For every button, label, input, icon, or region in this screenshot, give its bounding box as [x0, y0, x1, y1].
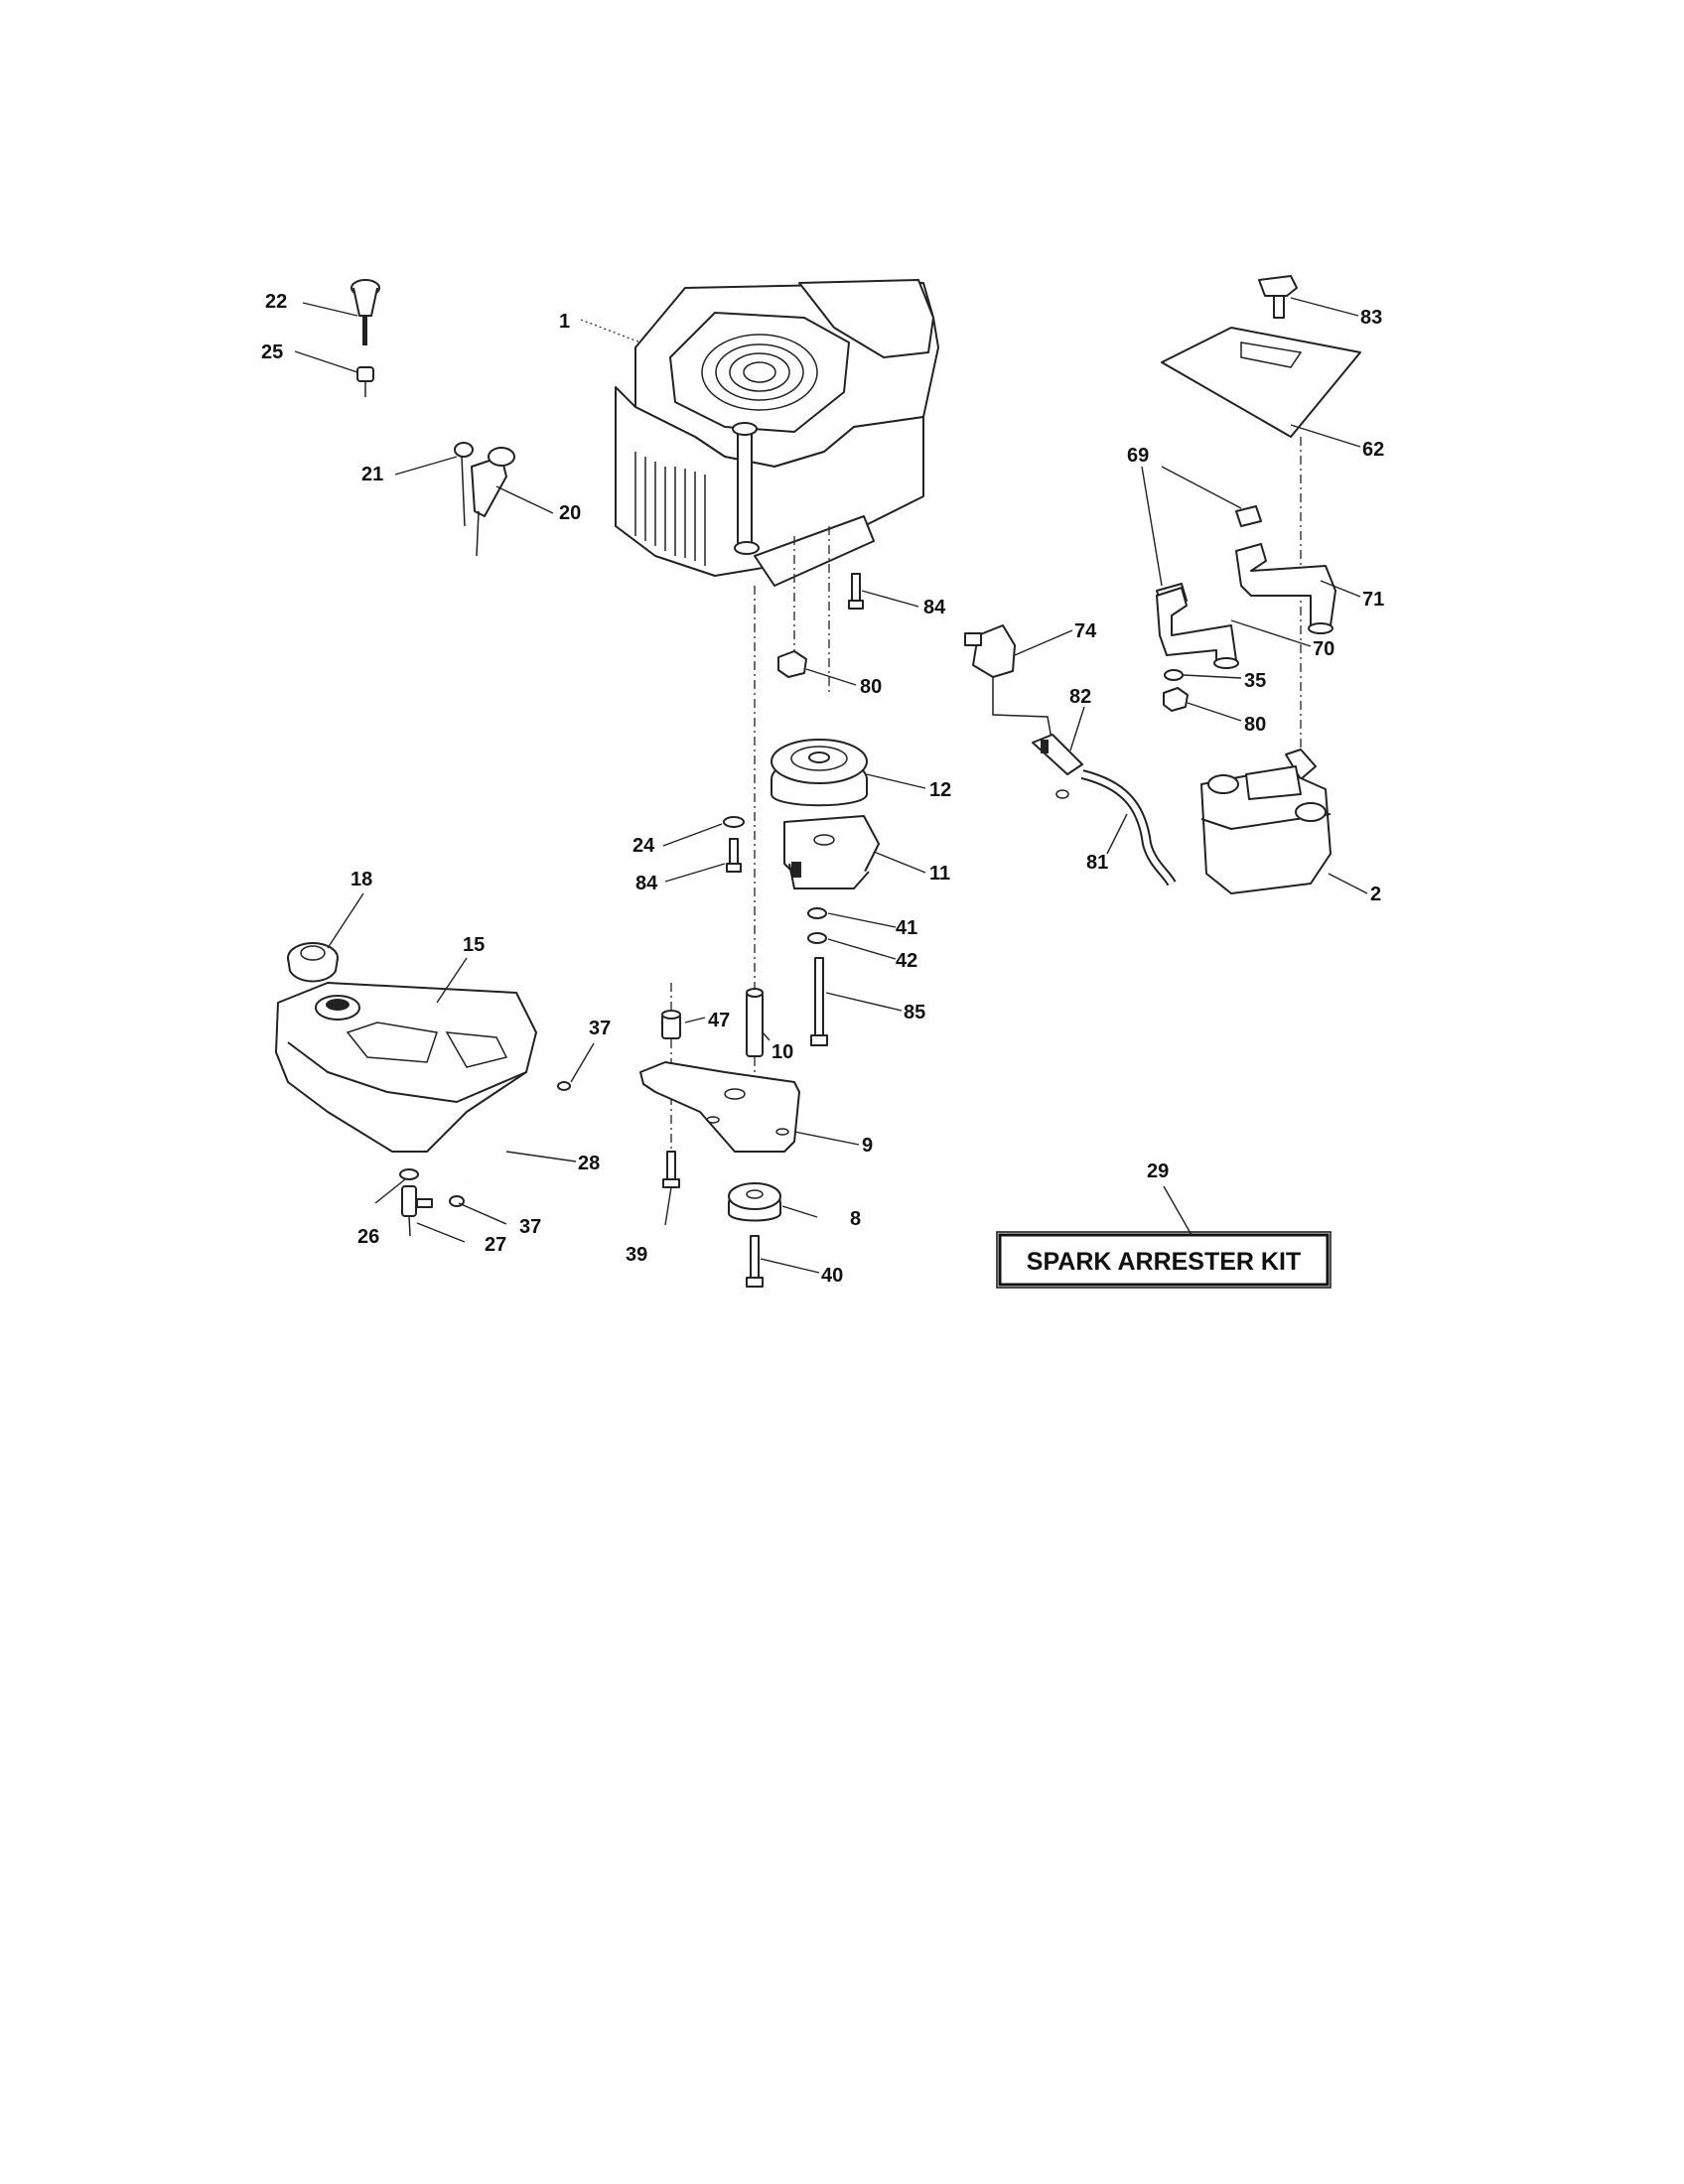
washer-24-illustration [723, 816, 745, 828]
callout-35: 35 [1244, 670, 1266, 692]
callout-21: 21 [361, 464, 383, 485]
bolt-39-illustration [662, 1151, 680, 1188]
callout-9: 9 [862, 1135, 873, 1157]
washer-41-illustration [807, 907, 827, 919]
callout-80-right: 80 [1244, 714, 1266, 736]
callout-84-lower: 84 [635, 873, 658, 894]
callout-22: 22 [265, 291, 287, 313]
bolt-84-lower-illustration [726, 838, 742, 873]
callout-10: 10 [772, 1041, 793, 1063]
spark-arrester-kit-box [998, 1233, 1330, 1287]
callout-24: 24 [632, 835, 655, 857]
callout-70: 70 [1313, 638, 1334, 660]
callout-29: 29 [1147, 1160, 1169, 1182]
bushing-47-illustration [661, 1010, 681, 1039]
engine-illustration [615, 279, 939, 587]
idler-pulley-8-illustration [728, 1182, 781, 1222]
nut-80-right-illustration [1163, 687, 1189, 712]
callout-1: 1 [559, 311, 570, 333]
callout-12: 12 [929, 779, 951, 801]
bolt-85-illustration [810, 957, 828, 1046]
callout-15: 15 [463, 934, 485, 956]
fuel-tank-15-illustration [275, 982, 537, 1153]
spacer-10-illustration [746, 988, 764, 1057]
bolt-40-illustration [746, 1235, 764, 1288]
throttle-control-illustration [454, 442, 515, 557]
plug-boot-74-illustration [964, 624, 1016, 678]
callout-62: 62 [1362, 439, 1384, 461]
fuel-cap-18-illustration [287, 942, 339, 983]
callout-74: 74 [1074, 620, 1097, 642]
callout-20: 20 [559, 502, 581, 524]
callout-37-bottom: 37 [519, 1216, 541, 1238]
leader-lines [294, 297, 1368, 1274]
callout-28: 28 [578, 1153, 600, 1174]
callout-81: 81 [1086, 852, 1108, 874]
callout-18: 18 [351, 869, 372, 890]
fuel-line-28-illustration [449, 1081, 571, 1207]
callout-26: 26 [357, 1226, 379, 1248]
callout-27: 27 [485, 1234, 506, 1256]
callout-labels: 1 22 25 21 20 84 80 74 82 81 12 11 41 42… [261, 291, 1384, 1287]
callout-83: 83 [1360, 307, 1382, 329]
dipstick-illustration [351, 279, 380, 397]
callout-82: 82 [1069, 686, 1091, 708]
wire-81-illustration [1080, 769, 1177, 887]
callout-42: 42 [896, 950, 917, 972]
callout-8: 8 [850, 1208, 861, 1230]
spark-plug-82-illustration [1032, 734, 1083, 799]
callout-85: 85 [904, 1002, 925, 1024]
callout-69: 69 [1127, 445, 1149, 467]
bracket-9-illustration [639, 1061, 800, 1153]
callout-2: 2 [1370, 884, 1381, 905]
callout-11: 11 [929, 863, 950, 885]
callout-37-top: 37 [589, 1018, 611, 1039]
knob-83-illustration [1258, 275, 1298, 319]
callout-80-center: 80 [860, 676, 882, 698]
callout-84-upper: 84 [923, 597, 946, 618]
clutch-11-illustration [783, 815, 880, 889]
washer-42-illustration [807, 932, 827, 944]
muffler-2-illustration [1200, 749, 1332, 894]
fuel-valve-illustration [399, 1168, 433, 1237]
heat-shield-62-illustration [1161, 327, 1361, 438]
washer-35-illustration [1164, 669, 1184, 681]
bolt-84-upper-illustration [848, 573, 864, 610]
callout-71: 71 [1362, 589, 1384, 611]
exhaust-pipes-illustration [1156, 543, 1336, 669]
callout-40: 40 [821, 1265, 843, 1287]
callout-41: 41 [896, 917, 917, 939]
pulley-12-illustration [771, 739, 868, 807]
callout-39: 39 [626, 1244, 647, 1266]
nut-80-illustration [777, 650, 807, 678]
callout-47: 47 [708, 1010, 730, 1031]
spark-arrester-kit-label: SPARK ARRESTER KIT [1027, 1248, 1301, 1276]
callout-25: 25 [261, 341, 283, 363]
